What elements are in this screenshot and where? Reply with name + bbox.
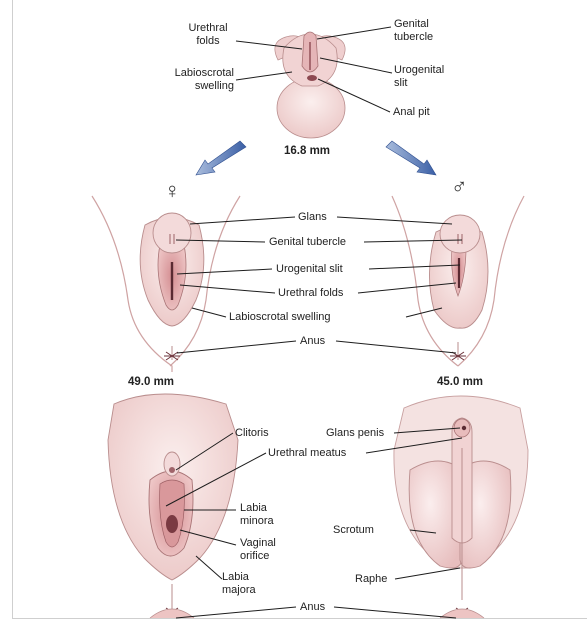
label-urethral-folds: Urethral folds <box>180 22 236 48</box>
label-glans: Glans <box>298 211 327 224</box>
final-male-drawing <box>394 396 528 618</box>
arrow-to-female <box>196 141 246 175</box>
label-labia-majora: Labia majora <box>222 571 256 597</box>
label-anus-middle: Anus <box>300 335 325 348</box>
label-labia-minora: Labia minora <box>240 502 274 528</box>
size-indifferent: 16.8 mm <box>284 145 330 158</box>
indifferent-stage-drawing <box>275 32 345 138</box>
label-anal-pit: Anal pit <box>393 106 430 119</box>
label-genital-tubercle: Genital tubercle <box>269 236 346 249</box>
label-urogenital-slit-top: Urogenital slit <box>394 64 444 90</box>
male-symbol: ♂ <box>451 176 468 198</box>
label-genital-tubercle-top: Genital tubercle <box>394 18 433 44</box>
label-raphe: Raphe <box>355 573 387 586</box>
label-labioscrotal-swelling: Labioscrotal swelling <box>229 311 331 324</box>
label-scrotum: Scrotum <box>333 524 374 537</box>
arrow-to-male <box>386 141 436 175</box>
label-glans-penis: Glans penis <box>326 427 384 440</box>
label-clitoris: Clitoris <box>235 427 269 440</box>
female-symbol: ♀ <box>164 180 181 202</box>
final-female-drawing <box>108 394 238 618</box>
label-anus-bottom: Anus <box>300 601 325 614</box>
label-urethral-meatus: Urethral meatus <box>268 447 346 460</box>
size-male: 45.0 mm <box>437 376 483 389</box>
label-vaginal-orifice: Vaginal orifice <box>240 537 276 563</box>
label-urethral-folds-middle: Urethral folds <box>278 287 343 300</box>
size-female: 49.0 mm <box>128 376 174 389</box>
label-labioscrotal-swelling-top: Labioscrotal swelling <box>160 67 234 93</box>
label-urogenital-slit: Urogenital slit <box>276 263 343 276</box>
